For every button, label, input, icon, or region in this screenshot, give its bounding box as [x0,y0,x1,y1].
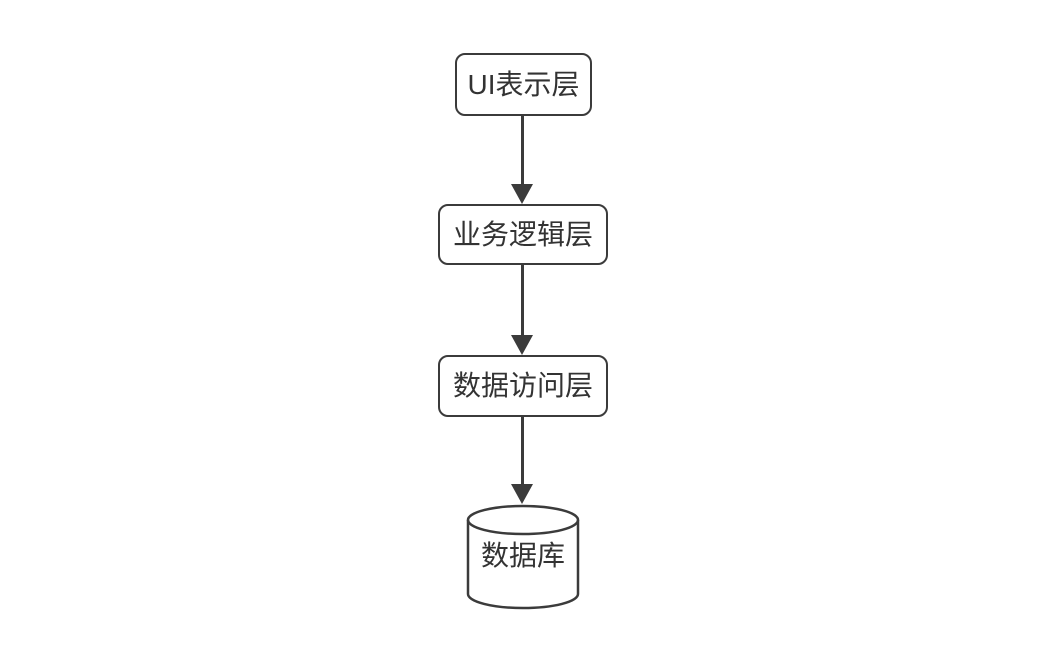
arrow-line [520,116,524,184]
arrowhead-down-icon [511,484,533,504]
arrowhead-down-icon [511,184,533,204]
node-database: 数据库 [466,504,580,610]
node-ui-layer-label: UI表示层 [467,68,580,100]
node-database-label: 数据库 [480,540,565,571]
arrow-ui-to-business [511,116,533,204]
arrowhead-down-icon [511,335,533,355]
arrow-line [520,265,524,335]
arrow-dataaccess-to-database [511,417,533,504]
node-business-logic-layer: 业务逻辑层 [438,204,608,265]
database-cylinder-icon [466,504,580,610]
arrow-business-to-dataaccess [511,265,533,355]
node-ui-layer: UI表示层 [455,53,592,116]
arrow-line [520,417,524,484]
node-data-access-layer: 数据访问层 [438,355,608,417]
node-data-access-layer-label: 数据访问层 [452,370,593,401]
node-business-logic-layer-label: 业务逻辑层 [452,218,593,250]
